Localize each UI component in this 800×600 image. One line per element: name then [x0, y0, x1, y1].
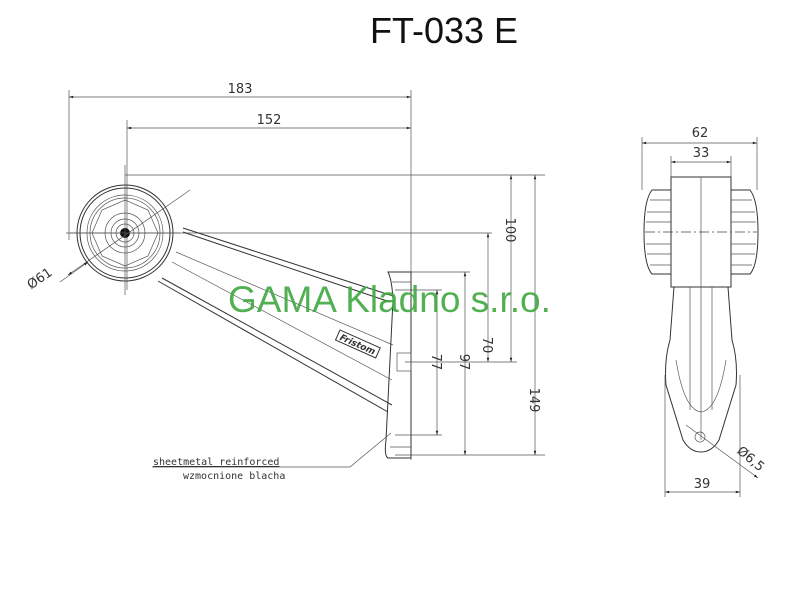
note-polish: wzmocnione blacha — [183, 471, 285, 482]
dim-label-33: 33 — [693, 146, 710, 161]
watermark: GAMA Kladno s.r.o. — [228, 279, 551, 320]
dim-label-hole: Ø6,5 — [734, 444, 767, 475]
dim-label-183: 183 — [228, 82, 253, 97]
dim-label-70: 70 — [479, 337, 494, 354]
side-view: 62 33 Ø6,5 39 — [641, 126, 767, 497]
dim-label-97: 97 — [456, 354, 471, 371]
dim-label-77: 77 — [428, 354, 443, 371]
dim-label-152: 152 — [257, 113, 282, 128]
dim-label-diameter: Ø61 — [25, 265, 56, 293]
dim-label-100: 100 — [502, 218, 517, 243]
drawing-title: FT-033 E — [370, 10, 519, 51]
dim-label-149: 149 — [526, 388, 541, 413]
note-english: sheetmetal reinforced — [153, 457, 279, 468]
dim-line-diameter — [67, 189, 191, 276]
dim-label-62: 62 — [692, 126, 709, 141]
dim-label-39: 39 — [694, 477, 711, 492]
fristom-logo: Fristom — [334, 329, 381, 359]
